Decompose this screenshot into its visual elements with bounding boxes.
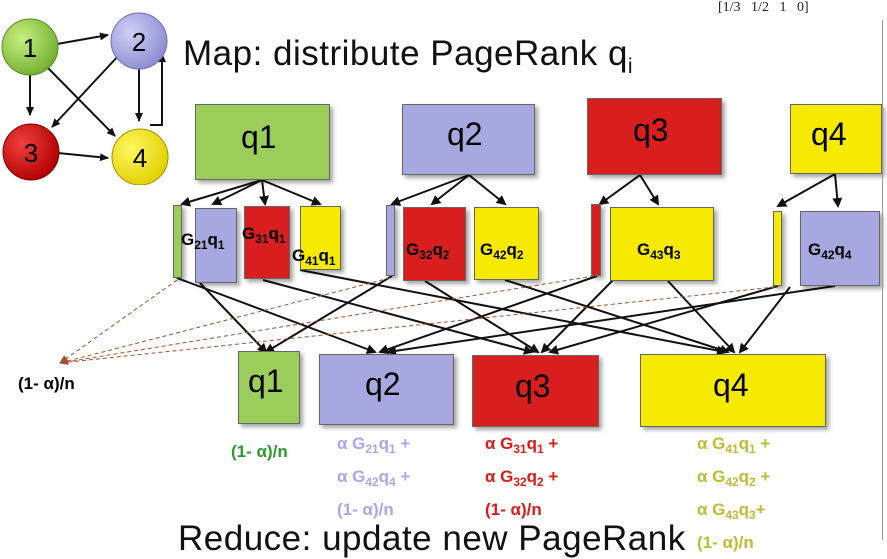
map-arrows <box>180 173 843 208</box>
graph-node-4-label: 4 <box>133 143 147 173</box>
reduce-box-q4-label: q4 <box>713 367 749 403</box>
edge-4-2 <box>150 53 166 126</box>
map-output-g21q1 <box>195 208 237 283</box>
label-g32q2: G32q2 <box>406 240 450 262</box>
reduce-box-q2: q2 <box>319 354 454 425</box>
graph: 1 2 3 4 <box>1 12 169 185</box>
teleport-dashed-lines <box>59 275 776 365</box>
teleport-strip-q4 <box>773 211 782 286</box>
teleport-label: (1- α)/n <box>18 374 75 393</box>
map-output-g42q2 <box>474 207 539 280</box>
map-output-g31q1 <box>244 206 290 279</box>
map-box-q2-label: q2 <box>447 116 483 152</box>
formula-q4-line: α G43q3+ <box>697 500 766 522</box>
formula-q3-line: α G32q2 + <box>485 467 559 489</box>
graph-node-2-label: 2 <box>132 27 146 57</box>
graph-node-3-label: 3 <box>24 138 38 168</box>
map-box-q4: q4 <box>790 104 882 174</box>
graph-node-1: 1 <box>1 18 59 76</box>
formula-q2-line: (1- α)/n <box>337 500 394 519</box>
matrix-row-values: 1/3 1/2 1 0 <box>722 0 804 15</box>
reduce-box-q3-label: q3 <box>515 368 551 404</box>
formula-q3-line: (1- α)/n <box>485 500 542 519</box>
map-title-text: Map: distribute PageRank q <box>183 34 628 73</box>
map-box-q1-label: q1 <box>241 119 277 155</box>
formula-q4: α G41q1 + α G42q2 + α G43q3+ (1- α)/n <box>697 430 770 556</box>
map-box-q1: q1 <box>195 104 330 180</box>
edge-1-2 <box>56 32 109 45</box>
teleport-strip-q3 <box>591 204 601 276</box>
map-title-subscript: i <box>627 55 634 78</box>
graph-edges <box>26 32 166 162</box>
reduce-box-q4: q4 <box>640 354 826 427</box>
map-box-q4-label: q4 <box>811 116 847 152</box>
map-output-g41q1 <box>300 206 341 270</box>
label-g21q1: G21q1 <box>181 230 225 252</box>
map-box-q3-label: q3 <box>633 112 669 148</box>
reduce-box-q1: q1 <box>238 351 300 424</box>
reduce-title: Reduce: update new PageRank <box>178 519 686 558</box>
formula-q4-line: (1- α)/n <box>697 533 754 552</box>
graph-node-1-label: 1 <box>23 33 37 63</box>
formula-q1-line: (1- α)/n <box>231 442 288 461</box>
teleport-strip-q1 <box>173 205 182 278</box>
edge-3-4 <box>57 152 109 162</box>
shuffle-arrows <box>176 269 836 356</box>
formula-q3: α G31q1 + α G32q2 + (1- α)/n <box>485 430 558 523</box>
formula-q4-line: α G42q2 + <box>697 467 771 489</box>
matrix-row: [1/3 1/2 1 0] <box>718 0 809 15</box>
formula-q2: α G21q1 + α G42q4 + (1- α)/n <box>337 430 410 523</box>
map-box-q3: q3 <box>587 98 722 175</box>
map-box-q2: q2 <box>402 104 535 175</box>
map-output-g42q4 <box>800 211 880 286</box>
formula-q4-line: α G41q1 + <box>697 434 771 456</box>
formula-q3-line: α G31q1 + <box>485 434 559 456</box>
label-g31q1: G31q1 <box>242 224 286 246</box>
edge-2-3 <box>51 53 121 128</box>
edge-1-4 <box>47 67 116 137</box>
label-g43q3: G43q3 <box>637 240 681 262</box>
reduce-box-q3: q3 <box>472 355 599 427</box>
graph-node-3: 3 <box>2 123 60 181</box>
frame-edge <box>882 20 883 540</box>
teleport-strip-q2 <box>386 205 395 276</box>
map-output-g43q3 <box>610 207 714 281</box>
formula-q1: (1- α)/n <box>231 438 288 465</box>
map-output-g32q2 <box>403 207 466 281</box>
map-title: Map: distribute PageRank qi <box>183 34 633 79</box>
reduce-box-q1-label: q1 <box>248 363 284 399</box>
graph-node-4: 4 <box>111 128 169 185</box>
graph-node-2: 2 <box>110 12 168 70</box>
formula-q2-line: α G21q1 + <box>337 434 411 456</box>
formula-q2-line: α G42q4 + <box>337 467 411 489</box>
label-g42q4: G42q4 <box>808 240 852 262</box>
reduce-box-q2-label: q2 <box>365 366 401 402</box>
label-g42q2: G42q2 <box>480 240 524 262</box>
label-g41q1: G41q1 <box>292 246 336 268</box>
